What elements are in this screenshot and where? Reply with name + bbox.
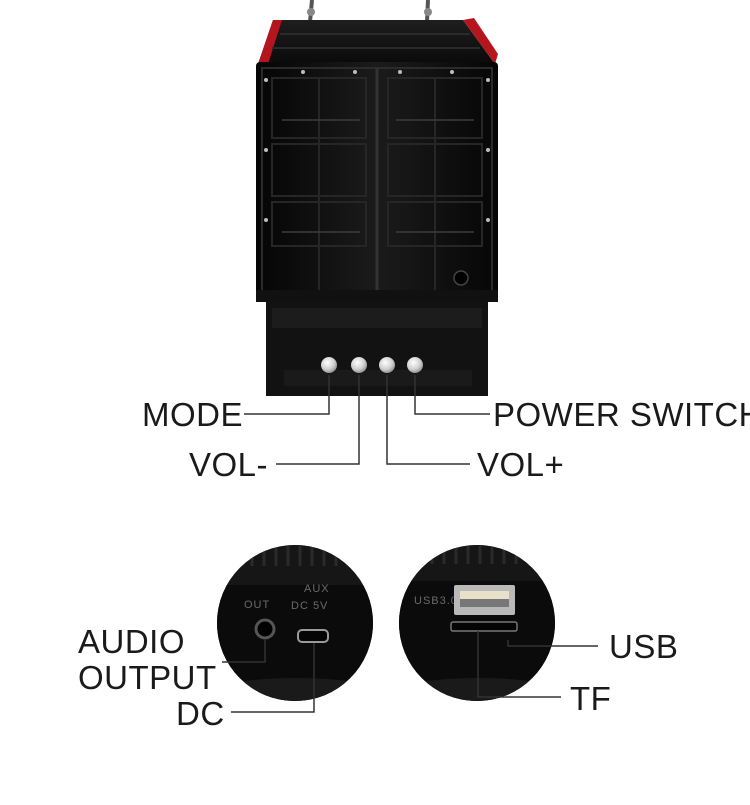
mode-label: MODE: [142, 396, 243, 433]
speaker-body: [256, 62, 498, 302]
speaker-base: [266, 302, 488, 396]
control-buttons: [321, 357, 423, 373]
tf-label: TF: [570, 680, 612, 717]
tf-slot[interactable]: [450, 621, 518, 632]
speaker-roof: [258, 18, 498, 64]
antenna: [307, 0, 432, 23]
vol-plus-label: VOL+: [477, 446, 565, 483]
usb-panel-text: USB3.0: [414, 595, 458, 607]
mode-button[interactable]: [321, 357, 337, 373]
audio-output-jack[interactable]: [254, 618, 276, 640]
dc-label: DC: [176, 695, 225, 732]
vol-minus-button[interactable]: [351, 357, 367, 373]
vol-minus-label: VOL-: [189, 446, 269, 483]
audio-dc-closeup: OUT AUX DC 5V: [217, 545, 373, 701]
aux-panel-text: AUX: [304, 583, 330, 595]
dc-panel-text: DC 5V: [291, 600, 328, 612]
leader-lines-bottom: [222, 631, 598, 713]
leader-lines-top: [244, 375, 490, 465]
vol-plus-button[interactable]: [379, 357, 395, 373]
usb-label: USB: [609, 628, 679, 665]
audio-output-label-line1: AUDIO: [78, 623, 186, 660]
audio-output-label-line2: OUTPUT: [78, 659, 217, 696]
power-switch-label: POWER SWITCH: [493, 396, 750, 433]
power-switch-button[interactable]: [407, 357, 423, 373]
out-panel-text: OUT: [244, 599, 270, 611]
dc-port[interactable]: [297, 629, 329, 643]
